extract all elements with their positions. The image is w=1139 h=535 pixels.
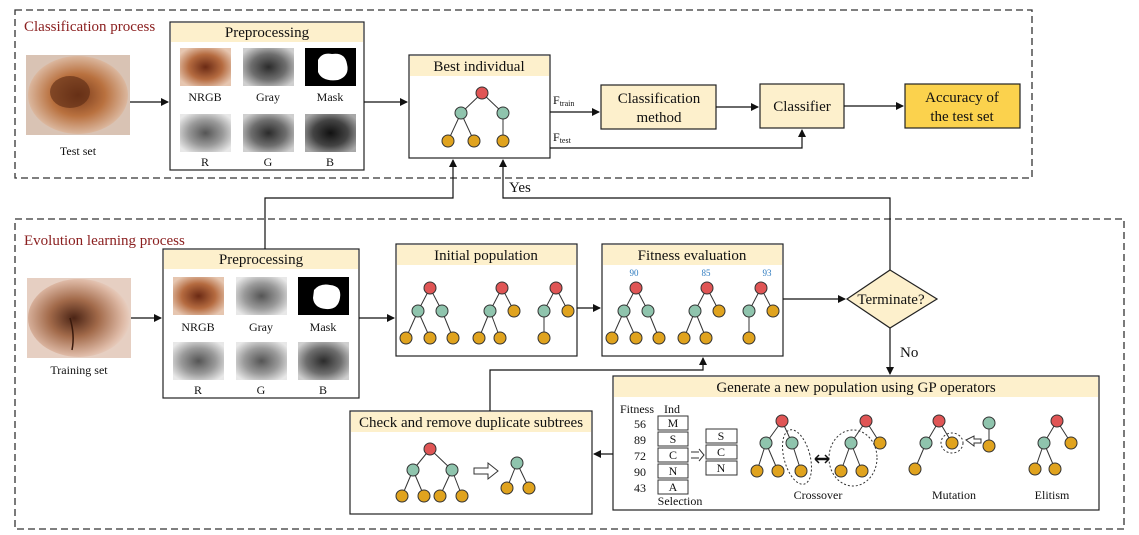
sel-ind-2: S (670, 432, 677, 446)
img-label-mask-top: Mask (317, 90, 344, 104)
f-test-label: Ftest (553, 130, 572, 145)
evolution-title: Evolution learning process (24, 233, 185, 249)
no-label: No (900, 345, 918, 361)
img-label-gray-bottom: Gray (249, 320, 273, 334)
selection-label: Selection (658, 494, 703, 508)
img-label-gray-top: Gray (256, 90, 280, 104)
img-label-b-top: B (326, 155, 334, 169)
accuracy-box (904, 83, 1021, 129)
sel-ind-1: M (668, 416, 679, 430)
classification-frame (14, 9, 1033, 179)
sel-fitness-4: 90 (634, 465, 646, 479)
mutation-label: Mutation (932, 488, 976, 502)
yes-label: Yes (509, 180, 531, 196)
sel-ind-5: A (669, 480, 678, 494)
preprocessing-title-bottom: Preprocessing (219, 252, 304, 268)
img-label-r-bottom: R (194, 383, 202, 397)
fitness-evaluation-title: Fitness evaluation (638, 248, 747, 264)
sel-ind-4: N (669, 464, 678, 478)
elitism-label: Elitism (1035, 488, 1070, 502)
fitness-value-2: 85 (702, 268, 712, 278)
crossover-trees (750, 414, 887, 487)
evolution-frame (14, 218, 1125, 530)
fitness-value-3: 93 (763, 268, 773, 278)
initial-population-trees (399, 281, 575, 345)
classification-method-box (600, 84, 717, 130)
ind-header: Ind (664, 402, 680, 416)
sel-out-2: C (717, 445, 725, 459)
sel-out-3: N (717, 461, 726, 475)
sel-fitness-3: 72 (634, 449, 646, 463)
terminate-label: Terminate? (857, 292, 925, 308)
preproc-images-bottom (173, 277, 349, 380)
sel-fitness-5: 43 (634, 481, 646, 495)
best-individual-title: Best individual (433, 59, 524, 75)
img-label-nrgb-bottom: NRGB (181, 320, 214, 334)
sel-fitness-1: 56 (634, 417, 646, 431)
sel-ind-3: C (669, 448, 677, 462)
test-set-label: Test set (60, 144, 97, 158)
img-label-r-top: R (201, 155, 209, 169)
img-label-mask-bottom: Mask (310, 320, 337, 334)
sel-fitness-2: 89 (634, 433, 646, 447)
fitness-value-1: 90 (630, 268, 640, 278)
img-label-b-bottom: B (319, 383, 327, 397)
test-set-image (26, 55, 130, 135)
generate-population-title: Generate a new population using GP opera… (716, 380, 996, 396)
img-label-g-top: G (264, 155, 273, 169)
elitism-tree (1028, 414, 1078, 476)
check-remove-title: Check and remove duplicate subtrees (359, 415, 583, 431)
selection-table: 56 89 72 90 43 M S C N A S C N (634, 415, 738, 495)
crossover-label: Crossover (794, 488, 843, 502)
method-line1: Classification (618, 91, 701, 107)
fitness-evaluation-trees (605, 281, 780, 345)
accuracy-line2: the test set (930, 109, 994, 125)
preprocessing-title-top: Preprocessing (225, 25, 310, 41)
img-label-nrgb-top: NRGB (188, 90, 221, 104)
training-set-image (27, 278, 131, 358)
img-label-g-bottom: G (257, 383, 266, 397)
initial-population-title: Initial population (434, 248, 538, 264)
fitness-header: Fitness (620, 402, 654, 416)
duplicate-trees (395, 442, 536, 503)
method-line2: method (637, 110, 682, 126)
sel-out-1: S (718, 429, 725, 443)
mutation-trees (908, 414, 996, 476)
training-set-label: Training set (50, 363, 108, 377)
classifier-label: Classifier (773, 99, 831, 115)
f-train-label: Ftrain (553, 93, 574, 108)
accuracy-line1: Accuracy of (925, 90, 999, 106)
best-individual-tree (441, 86, 510, 148)
classification-title: Classification process (24, 19, 155, 35)
preproc-images-top (180, 48, 356, 152)
